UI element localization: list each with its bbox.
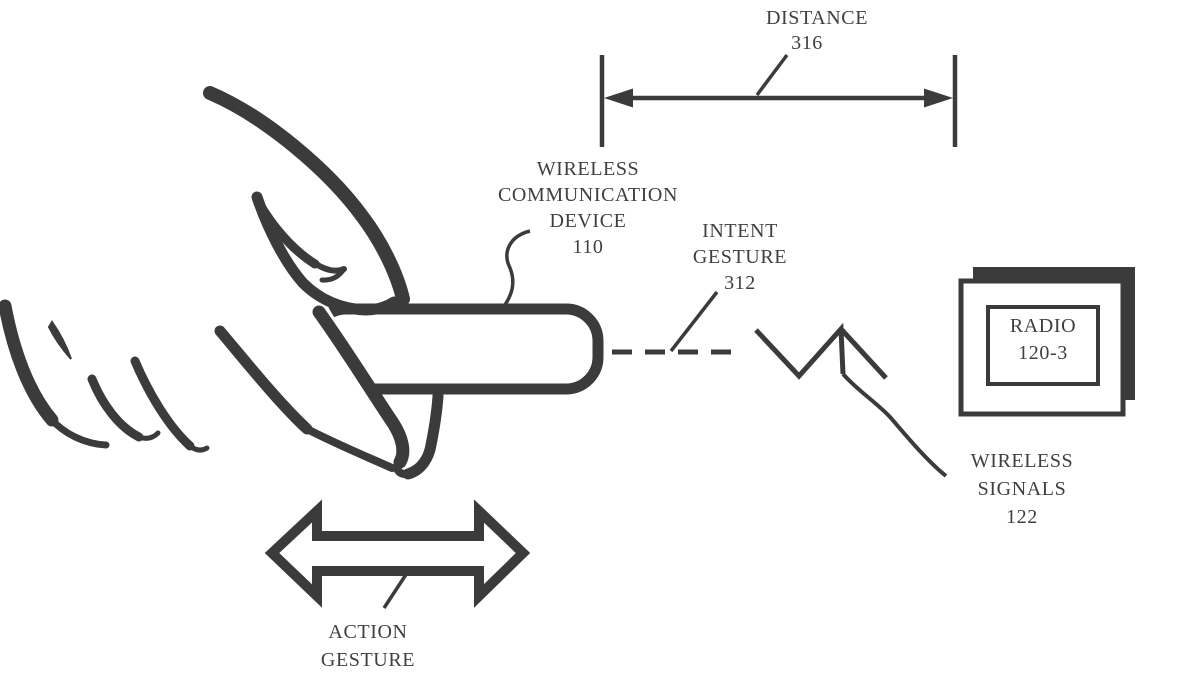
intent-gesture-label: INTENT GESTURE 312 [693,218,787,296]
hand-illustration [0,86,444,480]
knuckle-mark [47,320,72,360]
signal-zigzag-icon [754,322,888,380]
thumb-tip-hook [313,261,347,274]
intent-label-line1: INTENT [702,220,778,242]
radio-ref: 120-3 [1018,342,1068,364]
distance-ref: 316 [791,32,823,54]
device-label-line1: WIRELESS [536,158,640,180]
action-leader-line [382,569,411,609]
thumb-outer-stroke [251,191,400,316]
distance-arrowhead-left [604,88,633,108]
intent-ref: 312 [724,272,756,294]
action-label-line1: ACTION [328,621,408,643]
distance-measure [599,53,958,147]
thumb-tip-hook2 [319,266,347,283]
index-fingertip-right-edge [402,390,444,480]
curled-finger-2-tip [187,443,210,453]
curled-finger-2 [130,356,195,451]
finger-bottom-contour [301,424,396,472]
wrist-stroke [0,299,59,427]
curled-finger-1 [87,374,144,442]
wrist-tail-stroke [46,414,110,449]
device-leader-curve [500,229,531,311]
double-arrow-outline [264,499,531,608]
intent-label-line2: GESTURE [692,246,788,268]
thumb-inner-stroke [254,198,320,269]
signals-label-line2: SIGNALS [977,478,1067,500]
radio-label-text: RADIO [1009,315,1077,337]
hand-back-stroke [203,86,410,306]
action-gesture-label: ACTION GESTURE [321,618,415,674]
radio-box-inner [986,305,1100,386]
action-label-line2: GESTURE [320,649,416,671]
device-label-line3: DEVICE [549,210,627,232]
device-label-line2: COMMUNICATION [497,184,679,206]
signals-ref: 122 [1006,506,1038,528]
distance-label: DISTANCE [765,7,869,29]
signals-label-line1: WIRELESS [970,450,1074,472]
wireless-signals-label: WIRELESS SIGNALS 122 [971,447,1074,531]
device-ref: 110 [572,236,604,258]
distance-leader-line [755,53,789,97]
radio-box [958,267,1135,417]
index-finger-stroke [312,305,410,469]
curled-finger-3 [214,325,313,435]
intent-leader-line [669,290,719,353]
action-gesture-arrow [264,499,531,609]
curled-finger-1-tip [136,430,161,441]
distance-arrowhead-right [924,88,953,108]
wireless-signals-icon [754,322,948,478]
radio-label: RADIO 120-3 [1010,313,1076,367]
signals-leader-curve [841,372,948,478]
device-label: WIRELESS COMMUNICATION DEVICE 110 [498,156,678,260]
